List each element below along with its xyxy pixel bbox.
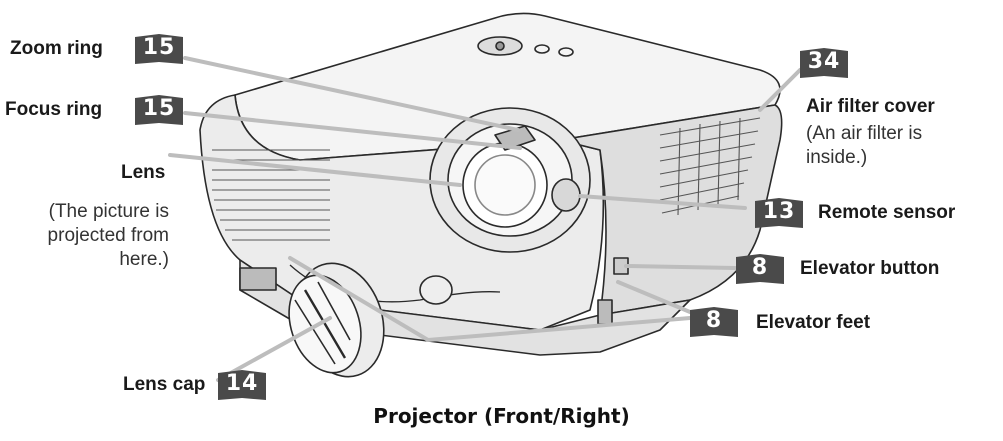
side-grille xyxy=(659,117,761,216)
leader-air-filter xyxy=(758,68,802,112)
book-icon xyxy=(690,307,738,337)
leader-zoom-ring xyxy=(183,56,520,132)
book-icon xyxy=(135,34,183,64)
air-filter-note: (An air filter is inside.) xyxy=(806,122,922,170)
elevator-foot-left xyxy=(239,267,277,291)
elevator-feet-page-badge: 8 xyxy=(690,307,738,337)
zoom-ring-page-badge: 15 xyxy=(135,34,183,64)
book-icon xyxy=(755,198,803,228)
air-filter-page-badge: 34 xyxy=(800,48,848,78)
lens-note-line: (The picture is xyxy=(48,201,169,222)
book-icon xyxy=(736,254,784,284)
book-icon xyxy=(800,48,848,78)
lens-note-line: here.) xyxy=(119,249,169,270)
leader-elevator-button xyxy=(624,264,737,270)
air-filter-note-line: inside.) xyxy=(806,147,868,168)
leader-focus-ring xyxy=(183,111,522,150)
lens-note-line: projected from xyxy=(47,225,169,246)
book-icon xyxy=(218,370,266,400)
elevator-feet-label: Elevator feet xyxy=(756,312,871,333)
leader-elevator-feet-left xyxy=(288,256,692,343)
zoom-ring-label: Zoom ring xyxy=(10,38,103,59)
zoom-ring-page-number: 15 xyxy=(142,35,176,60)
elevator-button-label: Elevator button xyxy=(800,258,940,279)
leader-lens xyxy=(168,153,462,187)
lens-cap-page-number: 14 xyxy=(225,371,259,396)
lens-cap-label: Lens cap xyxy=(123,374,206,395)
lens-cap-page-badge: 14 xyxy=(218,370,266,400)
elevator-feet-page-number: 8 xyxy=(705,308,723,333)
figure-caption: Projector (Front/Right) xyxy=(373,404,630,428)
remote-sensor-label: Remote sensor xyxy=(818,202,956,223)
remote-sensor-page-number: 13 xyxy=(762,199,796,224)
air-filter-page-number: 34 xyxy=(807,49,841,74)
focus-ring-label: Focus ring xyxy=(5,99,103,120)
lens-note: (The picture is projected from here.) xyxy=(48,200,169,272)
leader-lens-cap xyxy=(216,316,332,382)
lens-label: Lens xyxy=(121,162,166,183)
remote-sensor-page-badge: 13 xyxy=(755,198,803,228)
lens-cap-shape xyxy=(288,262,385,378)
focus-ring-page-number: 15 xyxy=(142,96,176,121)
air-filter-label: Air filter cover xyxy=(806,96,935,117)
air-filter-note-line: (An air filter is xyxy=(806,123,923,144)
elevator-button-page-badge: 8 xyxy=(736,254,784,284)
leader-remote-sensor xyxy=(578,194,747,210)
book-icon xyxy=(135,95,183,125)
leader-elevator-feet-right xyxy=(616,280,692,314)
focus-ring-page-badge: 15 xyxy=(135,95,183,125)
control-panel xyxy=(477,36,574,57)
leader-group xyxy=(168,56,802,382)
elevator-button-page-number: 8 xyxy=(751,255,769,280)
